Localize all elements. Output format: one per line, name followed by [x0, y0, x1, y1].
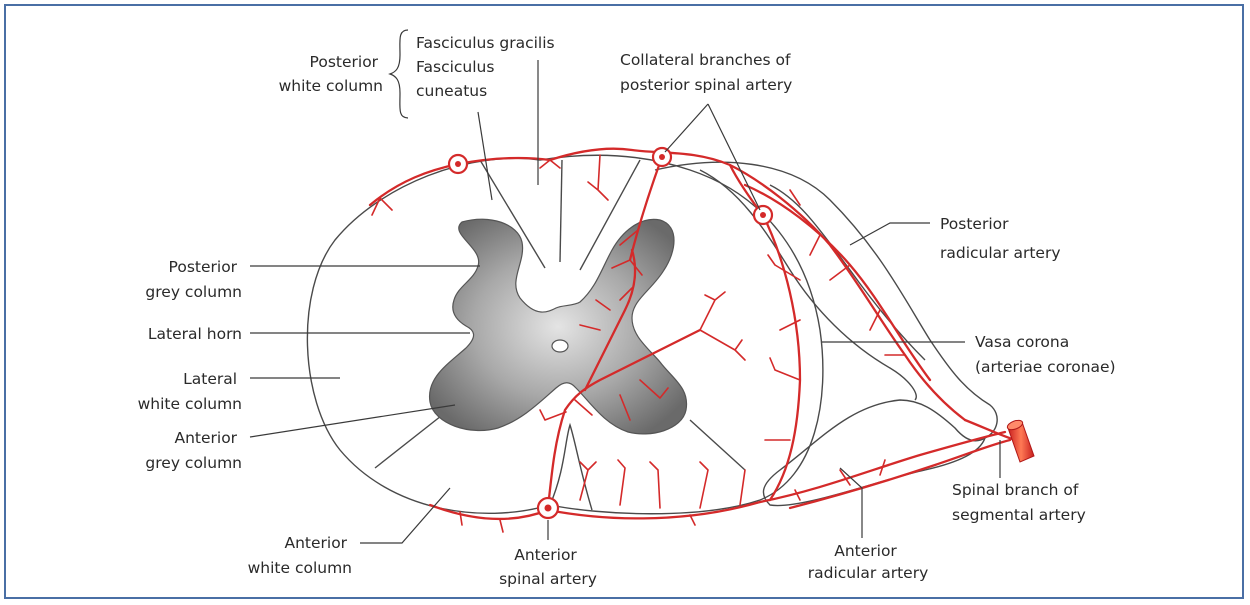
label-posterior-radicular-artery: Posterior radicular artery	[940, 215, 1061, 262]
posterior-spinal-arc	[370, 149, 765, 218]
label-posterior-grey-column: Posterior grey column	[145, 258, 242, 301]
label-spinal-branch: Spinal branch of segmental artery	[952, 481, 1086, 524]
leader-anterior-radicular	[840, 468, 862, 538]
label-anterior-spinal-artery: Anterior spinal artery	[499, 546, 597, 588]
leader-posterior-radicular	[850, 223, 930, 245]
twig-13	[700, 462, 745, 508]
twig-2	[540, 160, 560, 168]
central-canal	[552, 340, 568, 352]
posterior-spinal-artery-left-core	[455, 161, 461, 167]
twig-7	[700, 330, 745, 360]
twig-12	[618, 460, 660, 508]
posterior-median-septum	[560, 160, 562, 262]
grey-matter	[430, 219, 687, 434]
label-lateral-horn: Lateral horn	[148, 325, 242, 343]
label-anterior-radicular-artery: Anterior radicular artery	[808, 542, 929, 582]
ganglion-inner	[770, 185, 925, 360]
leader-anterior-grey	[250, 405, 455, 437]
twig-6	[700, 292, 725, 330]
label-lateral-white-column: Lateral white column	[138, 370, 242, 413]
twig-3	[588, 155, 608, 200]
leader-collateral	[665, 104, 760, 210]
posterior-radicular-artery	[730, 165, 965, 420]
radicular-artery-section-core	[760, 212, 766, 218]
anterolateral-boundary-right	[690, 420, 745, 470]
posterior-spinal-artery-right-core	[659, 154, 665, 160]
arteries	[370, 149, 1015, 532]
spinal-branch-link	[965, 420, 1015, 440]
leader-anterior-white	[360, 488, 450, 543]
label-collateral-branches: Collateral branches of posterior spinal …	[620, 51, 795, 94]
leader-fasciculus-cuneatus	[478, 112, 492, 200]
label-anterior-grey-column: Anterior grey column	[145, 429, 242, 472]
anterior-spinal-artery-section-core	[545, 505, 552, 512]
brace	[390, 30, 408, 118]
label-vasa-corona: Vasa corona (arteriae coronae)	[975, 333, 1116, 376]
label-posterior-white-column: Posterior white column	[279, 53, 383, 95]
label-anterior-white-column: Anterior white column	[248, 534, 352, 577]
